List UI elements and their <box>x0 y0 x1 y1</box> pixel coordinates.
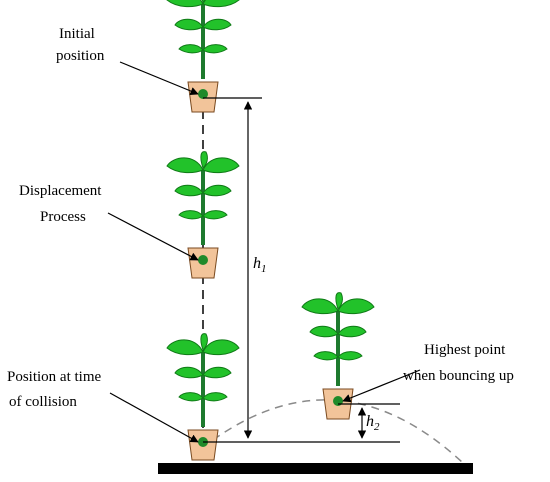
ground-plate <box>158 463 473 474</box>
collision-label-line2: of collision <box>9 394 77 410</box>
plant-highest <box>300 290 376 421</box>
plant-collision <box>165 331 241 462</box>
initial-label-line2: position <box>56 48 105 64</box>
displacement-label-line2: Process <box>40 209 86 225</box>
highest-pointer-arrow <box>342 369 421 403</box>
plant-displacement <box>165 149 241 280</box>
h1-label: h1 <box>253 255 267 275</box>
displacement-pointer-arrow <box>107 212 199 261</box>
displacement-label-line1: Displacement <box>19 183 102 199</box>
highest-label-line2: when bouncing up <box>403 368 514 384</box>
highest-label-line1: Highest point <box>424 342 506 358</box>
collision-label-line1: Position at time <box>7 369 102 385</box>
initial-label-line1: Initial <box>59 26 95 42</box>
h2-label: h2 <box>366 413 380 433</box>
collision-pointer-arrow <box>109 392 199 443</box>
initial-pointer-arrow <box>119 61 199 96</box>
plant-initial <box>165 0 241 114</box>
